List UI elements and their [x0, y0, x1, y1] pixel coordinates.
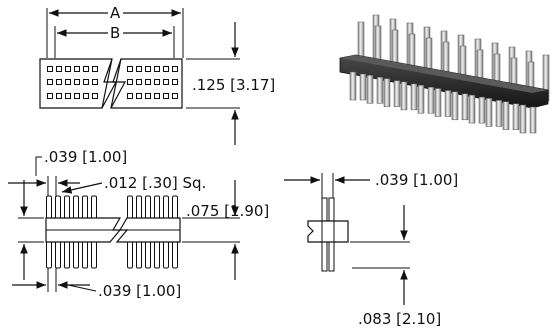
pitch-bottom-label: .039 [1.00]	[98, 282, 181, 300]
photo-pin	[400, 81, 408, 111]
photo-pin	[461, 93, 469, 121]
pin-square	[47, 93, 53, 99]
pin-square	[136, 66, 142, 72]
row-pitch-label: .039 [1.00]	[375, 171, 458, 189]
photo-pin	[495, 100, 503, 127]
pin-square	[145, 93, 151, 99]
pin-square	[92, 66, 98, 72]
pin-square	[74, 93, 80, 99]
pin-square	[92, 93, 98, 99]
pin-square	[65, 93, 71, 99]
pin-square	[154, 79, 160, 85]
pin-square	[163, 66, 169, 72]
photo-pin	[478, 96, 486, 124]
pin-square	[56, 79, 62, 85]
pin-square	[172, 79, 178, 85]
photo-pin	[434, 88, 442, 117]
pitch-top-label: .039 [1.00]	[44, 148, 127, 166]
pin-square	[136, 79, 142, 85]
pin-square	[136, 93, 142, 99]
pin-square	[145, 66, 151, 72]
pin-square	[154, 66, 160, 72]
photo-body-top	[340, 55, 548, 93]
pin-square	[172, 66, 178, 72]
pin-square	[65, 66, 71, 72]
photo-pin	[376, 77, 384, 104]
pin-square	[92, 79, 98, 85]
pin-square	[127, 66, 133, 72]
pin-square	[172, 93, 178, 99]
photo-pin	[502, 101, 510, 130]
front-view: .039 [1.00] .012 [.30] Sq. .075 [1.90] .…	[8, 148, 269, 300]
pin-square	[154, 93, 160, 99]
connector-photo	[339, 14, 550, 134]
pin-square	[127, 93, 133, 99]
height-label: .125 [3.17]	[192, 76, 275, 94]
pin-square	[74, 79, 80, 85]
body-height-label: .075 [1.90]	[186, 202, 269, 220]
pin-square	[47, 79, 53, 85]
photo-pin	[519, 104, 527, 134]
photo-pin	[451, 91, 459, 121]
pin-square	[83, 93, 89, 99]
pin-length-label: .083 [2.10]	[358, 310, 441, 328]
photo-pin	[512, 103, 520, 130]
photo-pin	[529, 106, 537, 134]
pin-square-label: .012 [.30] Sq.	[104, 174, 206, 192]
photo-pin	[427, 86, 435, 114]
pin-square	[74, 66, 80, 72]
pin-square	[127, 79, 133, 85]
photo-pin	[366, 75, 374, 104]
top-pin-grid	[47, 66, 178, 99]
pin-square	[163, 93, 169, 99]
dim-a-label: A	[110, 4, 121, 22]
pin-square	[56, 66, 62, 72]
pin-square	[83, 66, 89, 72]
photo-pin	[410, 83, 418, 111]
photo-pin	[349, 71, 357, 101]
pin-square	[83, 79, 89, 85]
photo-pin	[359, 73, 367, 101]
photo-pin	[417, 84, 425, 114]
photo-pin	[393, 80, 401, 107]
photo-pin	[468, 94, 476, 124]
pin-square	[56, 93, 62, 99]
photo-pin	[444, 90, 452, 117]
pin-square	[163, 79, 169, 85]
pin-square	[145, 79, 151, 85]
dim-b-label: B	[110, 24, 120, 42]
side-view: .039 [1.00] .083 [2.10]	[284, 171, 458, 328]
photo-pin	[383, 78, 391, 107]
top-view: A B .125 [3.17]	[39, 4, 275, 145]
photo-pin	[485, 98, 493, 127]
pin-square	[47, 66, 53, 72]
pin-square	[65, 79, 71, 85]
